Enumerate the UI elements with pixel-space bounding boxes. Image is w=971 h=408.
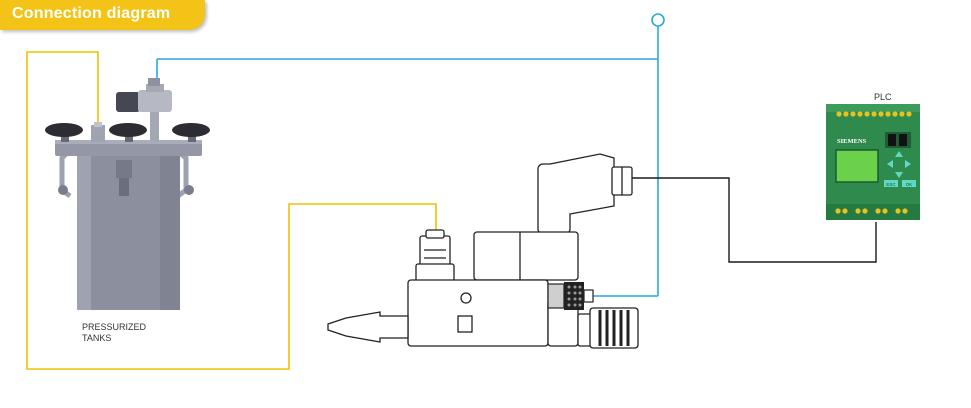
plc-esc-label: ESC [886,182,896,187]
tank-label-line2: TANKS [82,333,111,343]
plc-brand-label: SIEMENS [837,138,867,145]
header-tab: Connection diagram [0,0,205,30]
air-supply-port [651,13,665,27]
pressure-regulator [116,92,140,112]
plc-label: PLC [874,92,892,102]
plc-controller [826,104,920,220]
fluid-lines [26,51,437,370]
plc-bottom-terminals [835,208,908,214]
pressurized-tank [45,78,210,310]
fluid-line-return [26,51,437,370]
air-lines [156,13,665,297]
plc-keypad [887,151,911,178]
plc-ok-button [902,180,916,187]
signal-line-plc [632,177,877,263]
valve-nozzle [327,311,409,343]
plc-esc-button [884,180,898,187]
plc-top-terminals [836,111,912,117]
plc-ok-label: OK [906,182,913,187]
header-title: Connection diagram [12,5,171,22]
tank-knob-left [45,123,83,137]
tank-outlet-fitting [91,125,105,142]
tank-knob-right [172,123,210,137]
valve-main-body [407,279,549,347]
valve-air-fitting [547,282,594,310]
tank-knob-center [109,123,147,137]
tank-label-line1: PRESSURIZED [82,322,147,332]
signal-lines [632,177,877,263]
valve-knob-grip [598,310,630,346]
valve-fluid-inlet [419,235,451,267]
dispensing-valve [327,153,639,349]
plc-screen [835,149,879,183]
